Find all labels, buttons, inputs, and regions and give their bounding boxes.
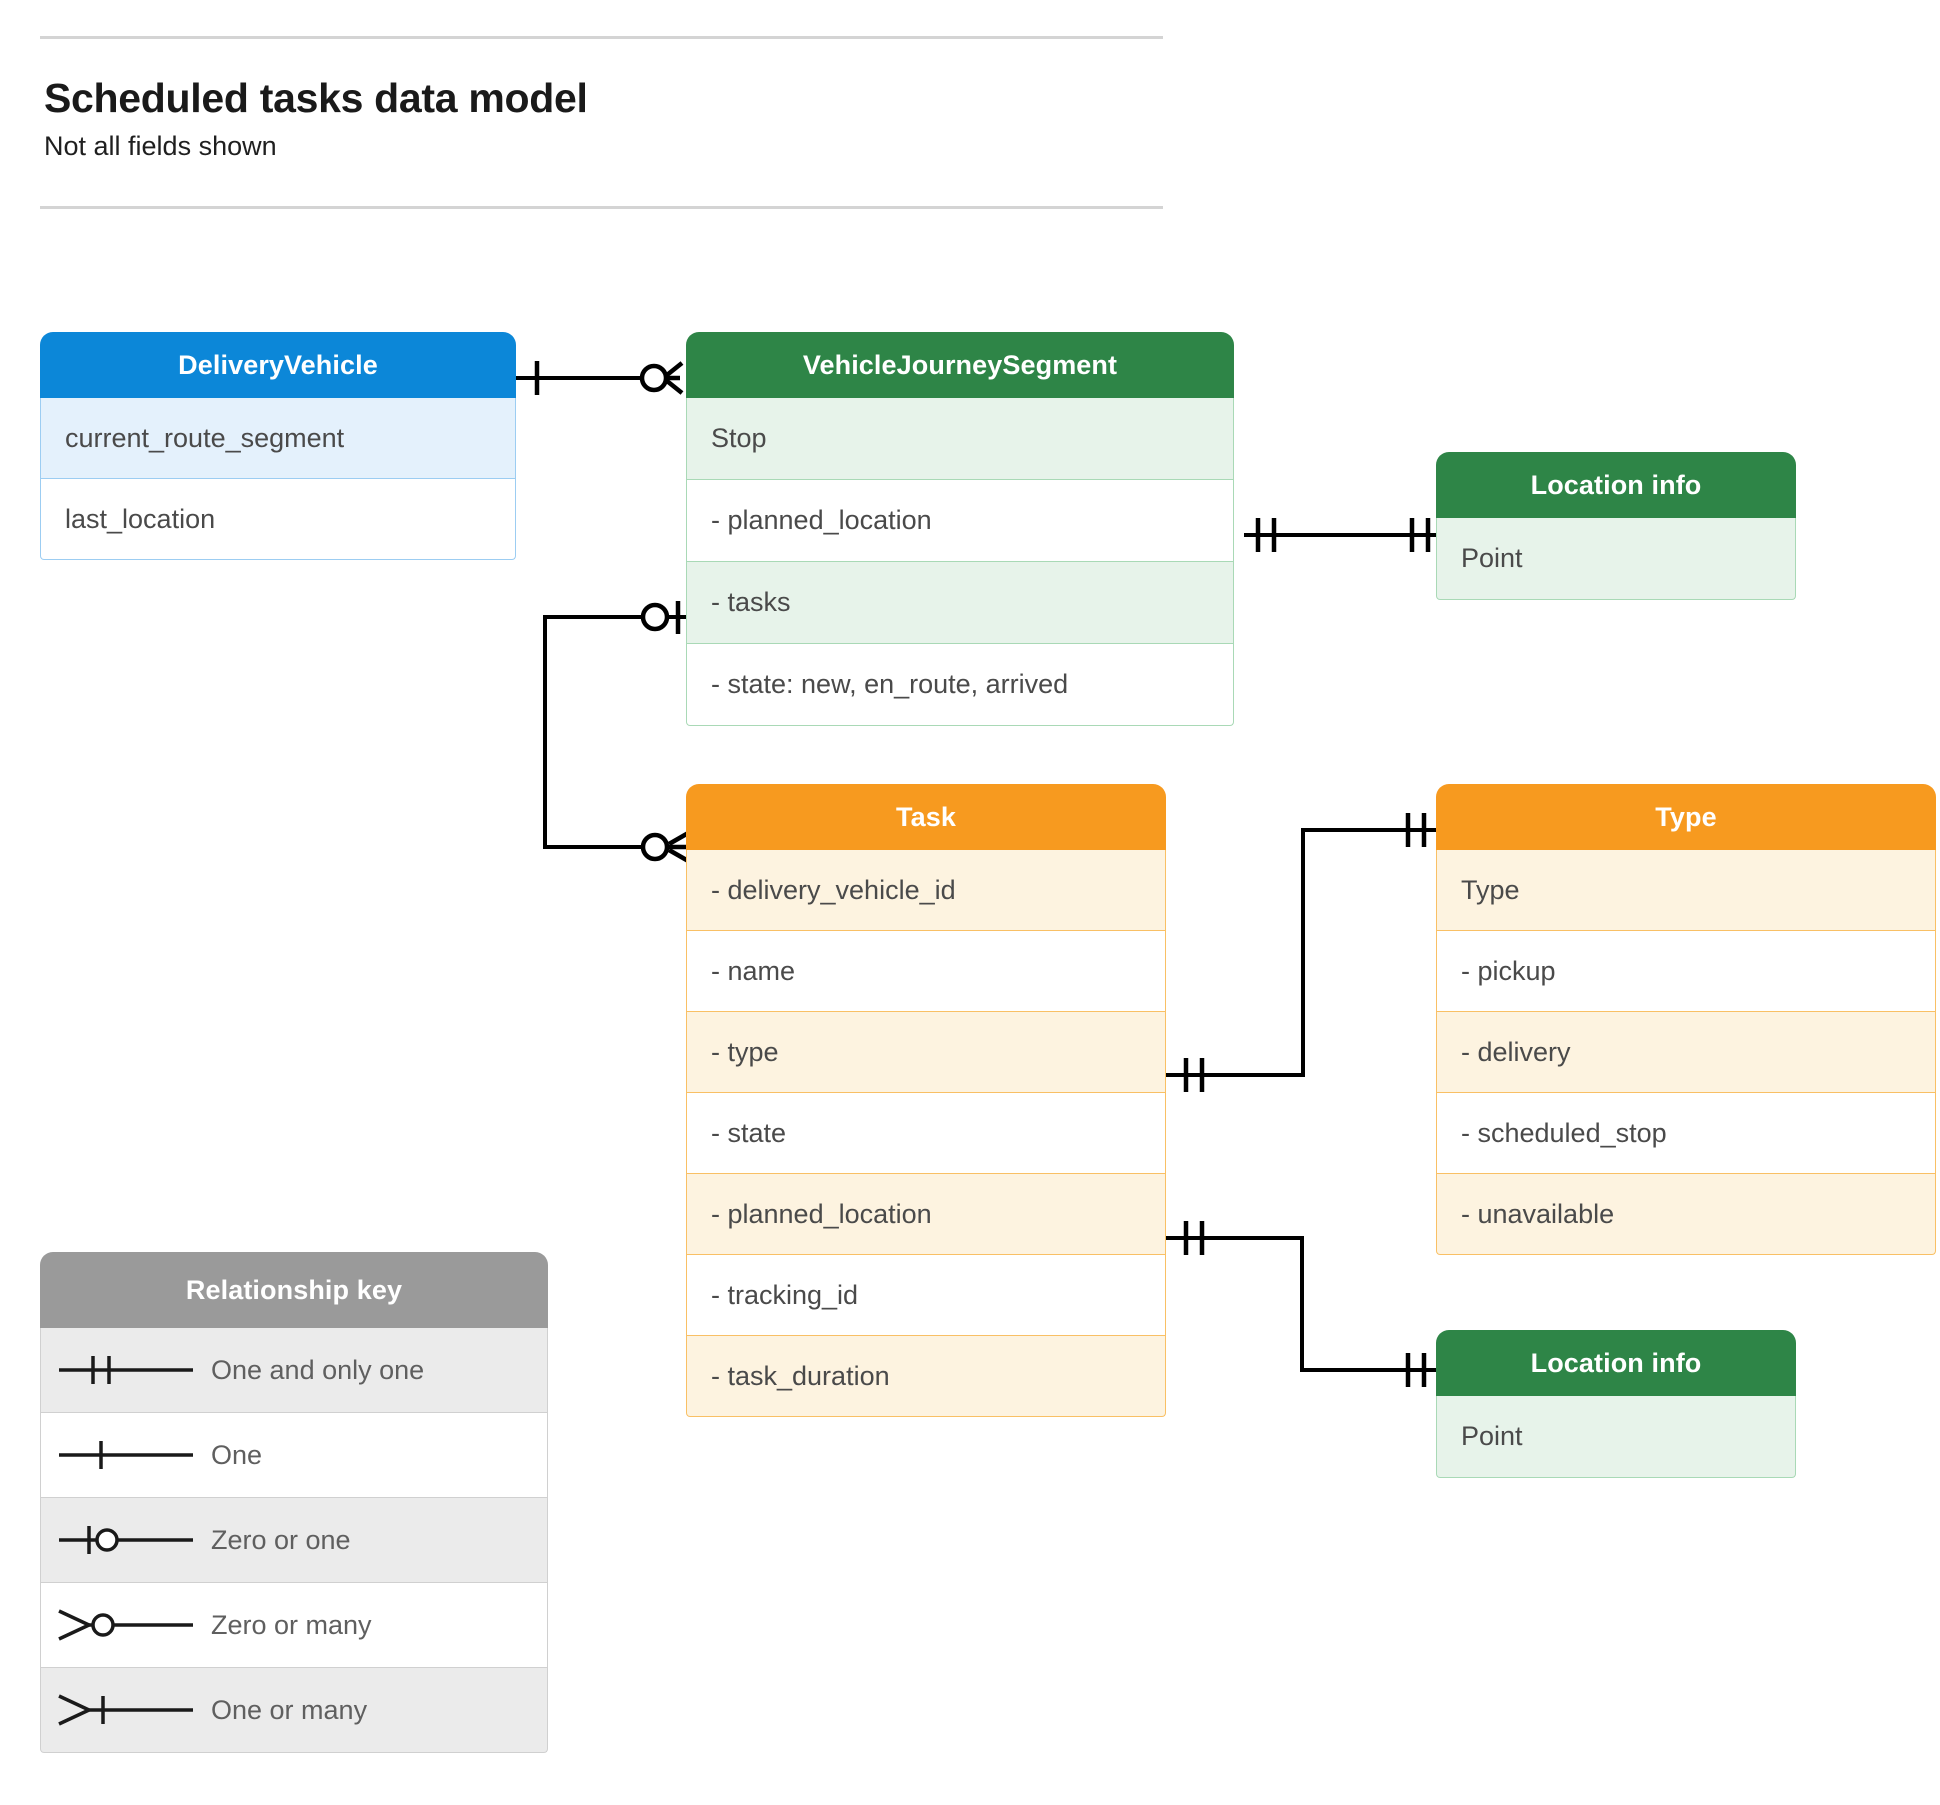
marker-zero-or-one-circle [640, 602, 670, 632]
one-and-only-one-icon [41, 1350, 211, 1390]
entity-vehicle-journey-segment[interactable]: VehicleJourneySegment Stop - planned_loc… [686, 332, 1234, 726]
field-type-scheduled-stop[interactable]: - scheduled_stop [1436, 1093, 1936, 1174]
one-icon [41, 1435, 211, 1475]
entity-task[interactable]: Task - delivery_vehicle_id - name - type… [686, 784, 1166, 1417]
connector-task-location-to-location-bottom [1166, 1236, 1450, 1372]
legend-label-one-or-many: One or many [211, 1694, 368, 1725]
one-or-many-icon [41, 1690, 211, 1730]
legend-item-zero-or-many[interactable]: Zero or many [40, 1583, 548, 1668]
legend-label-zero-or-many: Zero or many [211, 1609, 372, 1640]
field-location-info-bottom-point[interactable]: Point [1436, 1396, 1796, 1478]
document-header: Scheduled tasks data model Not all field… [40, 36, 1163, 209]
field-task-state[interactable]: - state [686, 1093, 1166, 1174]
header-divider-bottom [40, 205, 1163, 209]
entity-task-title: Task [686, 784, 1166, 850]
entity-type[interactable]: Type Type - pickup - delivery - schedule… [1436, 784, 1936, 1255]
entity-delivery-vehicle-title: DeliveryVehicle [40, 332, 516, 398]
page-title: Scheduled tasks data model [44, 75, 588, 121]
legend-item-one-or-many[interactable]: One or many [40, 1668, 548, 1753]
field-vjs-stop[interactable]: Stop [686, 398, 1234, 480]
marker-zero-circle [639, 363, 669, 393]
entity-type-title: Type [1436, 784, 1936, 850]
connector-task-type-to-type [1166, 828, 1450, 1077]
legend-label-one: One [211, 1439, 263, 1470]
field-task-task-duration[interactable]: - task_duration [686, 1336, 1166, 1417]
field-task-planned-location[interactable]: - planned_location [686, 1174, 1166, 1255]
entity-delivery-vehicle[interactable]: DeliveryVehicle current_route_segment la… [40, 332, 516, 560]
field-vjs-state[interactable]: - state: new, en_route, arrived [686, 644, 1234, 726]
entity-location-info-bottom[interactable]: Location info Point [1436, 1330, 1796, 1478]
legend-item-one[interactable]: One [40, 1413, 548, 1498]
legend-item-zero-or-one[interactable]: Zero or one [40, 1498, 548, 1583]
field-last-location[interactable]: last_location [40, 479, 516, 560]
field-task-name[interactable]: - name [686, 931, 1166, 1012]
page-subtitle: Not all fields shown [44, 131, 277, 162]
legend-label-one-and-only-one: One and only one [211, 1354, 425, 1385]
field-task-tracking-id[interactable]: - tracking_id [686, 1255, 1166, 1336]
entity-vehicle-journey-segment-title: VehicleJourneySegment [686, 332, 1234, 398]
zero-or-many-icon [41, 1605, 211, 1645]
marker-crowsfoot-upper [665, 361, 684, 377]
field-current-route-segment[interactable]: current_route_segment [40, 398, 516, 479]
marker-task-zero-circle [640, 832, 670, 862]
entity-location-info-top-title: Location info [1436, 452, 1796, 518]
field-type-delivery[interactable]: - delivery [1436, 1012, 1936, 1093]
legend-title: Relationship key [40, 1252, 548, 1328]
connector-segment-tasks-to-task [543, 615, 688, 849]
entity-location-info-bottom-title: Location info [1436, 1330, 1796, 1396]
field-task-type[interactable]: - type [686, 1012, 1166, 1093]
entity-location-info-top[interactable]: Location info Point [1436, 452, 1796, 600]
legend-label-zero-or-one: Zero or one [211, 1524, 351, 1555]
legend-item-one-and-only-one[interactable]: One and only one [40, 1328, 548, 1413]
field-type-unavailable[interactable]: - unavailable [1436, 1174, 1936, 1255]
field-vjs-tasks[interactable]: - tasks [686, 562, 1234, 644]
field-type-type[interactable]: Type [1436, 850, 1936, 931]
zero-or-one-icon [41, 1520, 211, 1560]
field-type-pickup[interactable]: - pickup [1436, 931, 1936, 1012]
field-task-delivery-vehicle-id[interactable]: - delivery_vehicle_id [686, 850, 1166, 931]
field-vjs-planned-location[interactable]: - planned_location [686, 480, 1234, 562]
legend-relationship-key[interactable]: Relationship key One and only one [40, 1252, 548, 1753]
field-location-info-top-point[interactable]: Point [1436, 518, 1796, 600]
header-divider-top [40, 36, 1163, 39]
marker-crowsfoot-lower [665, 379, 684, 395]
header-divider-bottom-wrap [40, 205, 1163, 209]
